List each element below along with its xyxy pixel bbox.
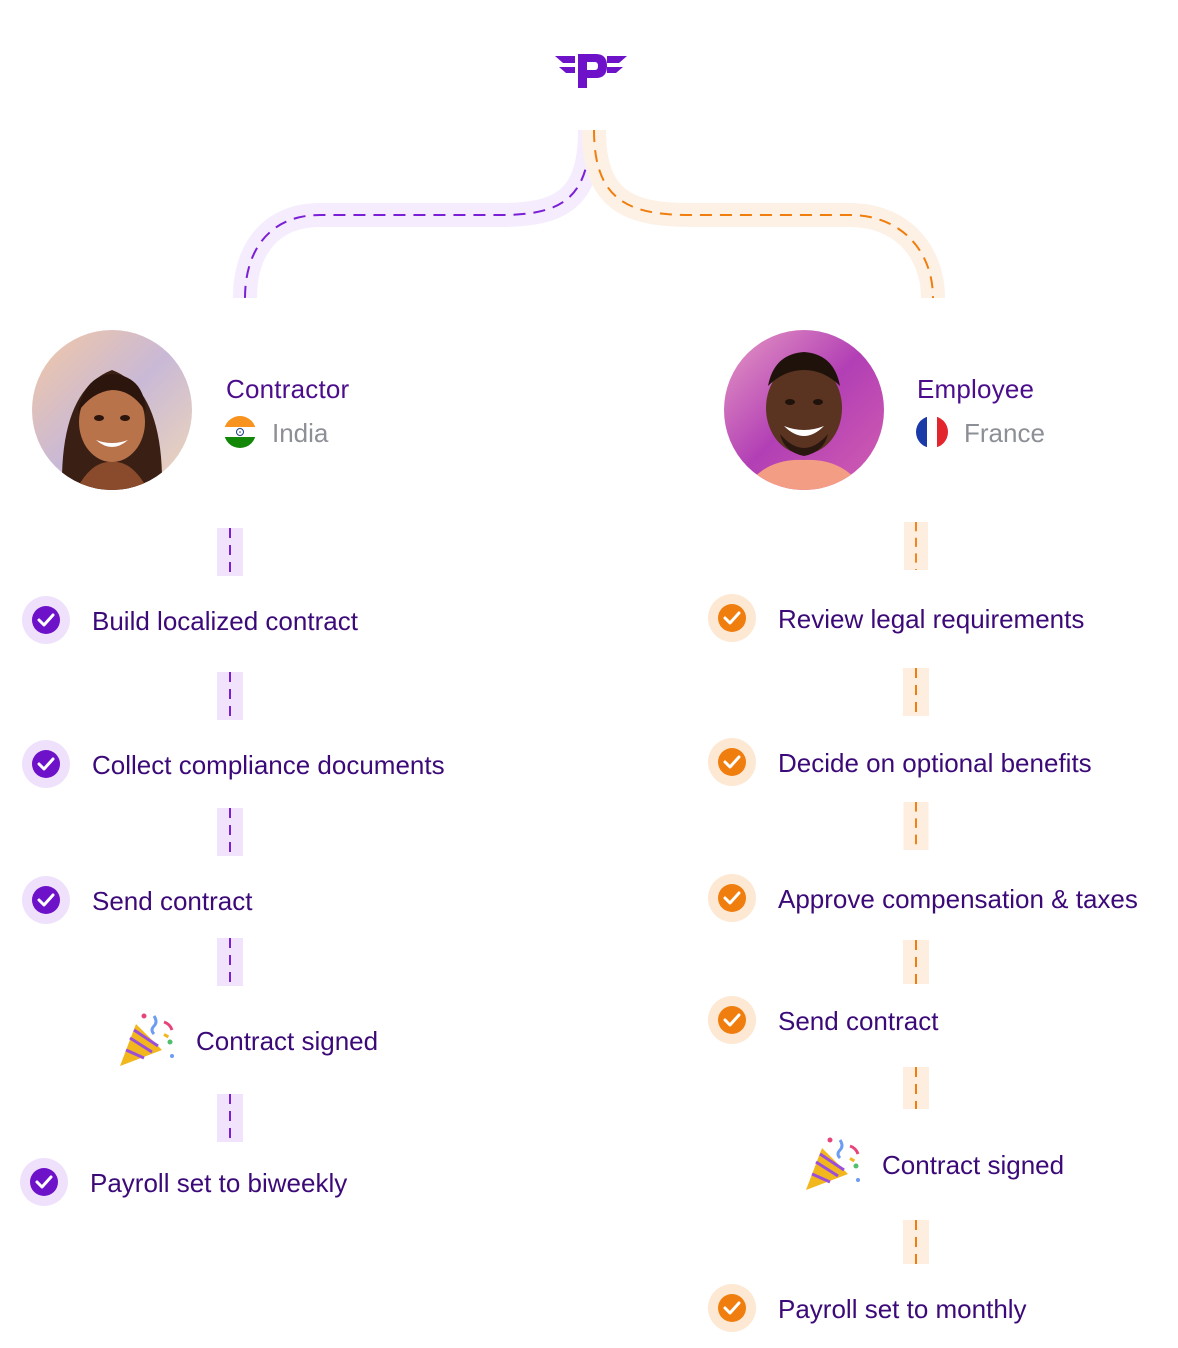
winged-p-logo-icon [555,54,627,88]
employee-avatar [724,330,884,490]
check-circle-icon [22,596,70,644]
employee-connector [903,1067,929,1109]
check-circle-icon [22,740,70,788]
contractor-step-label: Build localized contract [92,606,358,636]
employee-connector [903,802,929,850]
check-circle-icon [708,874,756,922]
employee-connector [903,940,929,984]
contractor-connector [217,938,243,986]
check-circle-icon [20,1158,68,1206]
contractor-connector [217,808,243,856]
contractor-role-label: Contractor [226,374,350,404]
check-circle-icon [708,1284,756,1332]
contractor-step-label: Contract signed [196,1026,379,1056]
employee-connector [903,1220,929,1264]
contractor-connector [217,1094,243,1142]
employee-country-label: France [964,418,1045,448]
india-flag-icon [224,416,256,448]
contractor-avatar [32,330,192,490]
contractor-connector [217,672,243,720]
party-popper-icon [120,1013,174,1066]
contractor-step-label: Payroll set to biweekly [90,1168,348,1198]
check-circle-icon [708,594,756,642]
employee-step-label: Contract signed [882,1150,1065,1180]
check-circle-icon [708,738,756,786]
employee-step-label: Send contract [778,1006,939,1036]
employee-connector [903,668,929,716]
contractor-country-label: India [272,418,329,448]
employee-step-label: Decide on optional benefits [778,748,1092,778]
contractor-step-label: Send contract [92,886,253,916]
contractor-step-label: Collect compliance documents [92,750,445,780]
employee-step-label: Approve compensation & taxes [778,884,1138,914]
employee-step-label: Review legal requirements [778,604,1085,634]
check-circle-icon [22,876,70,924]
branch-connector [233,129,945,299]
employee-step-label: Payroll set to monthly [778,1294,1027,1324]
check-circle-icon [708,996,756,1044]
contractor-connector [217,528,243,576]
france-flag-icon [916,416,948,448]
employee-role-label: Employee [917,374,1035,404]
employee-connector [904,522,928,570]
party-popper-icon [806,1137,860,1190]
